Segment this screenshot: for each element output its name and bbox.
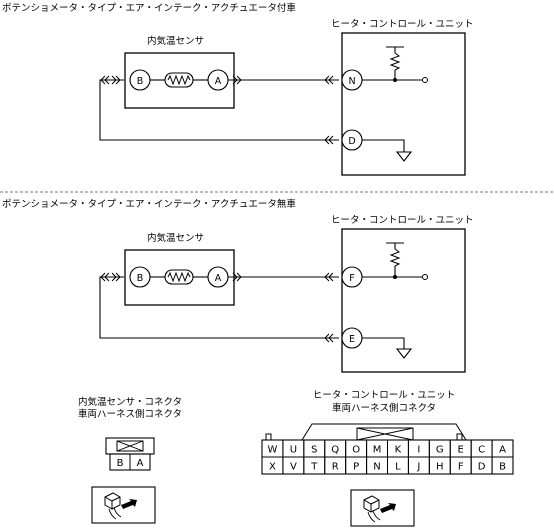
unit-connector-title-1: ヒータ・コントロール・ユニット — [313, 390, 456, 401]
unit-connector-pin-i: I — [417, 445, 420, 456]
unit-connector-view: ヒータ・コントロール・ユニット 車両ハーネス側コネクタ W U S Q O M K I G E C A… — [261, 390, 514, 527]
upper-unit-box — [341, 32, 466, 176]
lower-wire-b-e — [99, 276, 339, 339]
lower-title: ポテンショメータ・タイプ・エア・インテーク・アクチュエータ無車 — [2, 198, 296, 210]
unit-connector-pin-d: D — [478, 462, 486, 473]
unit-connector-pin-k: K — [395, 445, 402, 456]
unit-connector-pin-a: A — [499, 445, 506, 456]
unit-connector-pin-u: U — [290, 445, 297, 456]
lower-unit-pin-f-label: F — [349, 273, 354, 284]
unit-connector-title-2: 車両ハーネス側コネクタ — [332, 402, 436, 414]
upper-sensor-label: 内気温センサ — [147, 35, 204, 47]
lower-pullup-resistor — [389, 248, 401, 267]
unit-connector-pin-f: F — [458, 462, 464, 473]
lower-unit-label: ヒータ・コントロール・ユニット — [331, 215, 474, 226]
lower-sensor-pin-b-label: B — [137, 273, 144, 284]
upper-diagram: ポテンショメータ・タイプ・エア・インテーク・アクチュエータ付車 内気温センサ B… — [2, 2, 474, 176]
lower-unit-pin-e-label: E — [349, 334, 355, 345]
sensor-probe-icon — [91, 486, 156, 524]
sensor-connector-view: 内気温センサ・コネクタ 車両ハーネス側コネクタ B A — [78, 396, 182, 524]
unit-connector-pin-t: T — [310, 462, 318, 473]
upper-sensor-pin-a-label: A — [215, 76, 222, 87]
unit-connector-pin-grid: W U S Q O M K I G E C A X V T R P N L J H F D B — [261, 439, 514, 475]
lower-ground-icon — [395, 348, 413, 359]
upper-unit-pin-n-label: N — [348, 76, 355, 87]
sensor-probe-arrow-icon — [121, 499, 137, 509]
unit-connector-pin-p: P — [353, 462, 359, 473]
upper-thermistor-zigzag — [167, 74, 191, 86]
sensor-connector-title-2: 車両ハーネス側コネクタ — [78, 408, 182, 420]
lower-thermistor — [164, 269, 194, 285]
unit-connector-pin-j: J — [416, 462, 420, 473]
unit-connector-pin-o: O — [352, 445, 360, 456]
unit-connector-pin-s: S — [311, 445, 317, 456]
unit-connector-pin-c: C — [478, 445, 485, 456]
lower-terminal — [422, 274, 428, 280]
sensor-connector-pin-a: A — [137, 458, 144, 469]
lower-unit-box — [341, 228, 466, 373]
unit-connector-pin-b: B — [499, 462, 506, 473]
upper-ground-icon — [395, 151, 413, 162]
sensor-connector-title-1: 内気温センサ・コネクタ — [78, 396, 182, 408]
upper-terminal — [422, 77, 428, 83]
unit-connector-pin-g: G — [436, 445, 444, 456]
lower-sensor-label: 内気温センサ — [147, 232, 204, 244]
unit-connector-pin-e: E — [458, 445, 464, 456]
unit-connector-cell — [491, 456, 514, 475]
unit-connector-pin-x: X — [269, 462, 276, 473]
lower-diagram: ポテンショメータ・タイプ・エア・インテーク・アクチュエータ無車 内気温センサ B… — [2, 198, 474, 373]
unit-connector-pin-r: R — [332, 462, 339, 473]
unit-connector-pin-m: M — [373, 445, 382, 456]
upper-title: ポテンショメータ・タイプ・エア・インテーク・アクチュエータ付車 — [2, 2, 296, 14]
upper-unit-pin-d-label: D — [348, 136, 355, 147]
upper-wire-b-d — [99, 79, 339, 141]
lower-sensor-pin-a-label: A — [215, 273, 222, 284]
unit-connector-pin-h: H — [436, 462, 444, 473]
upper-pullup-resistor — [389, 52, 401, 71]
upper-thermistor — [164, 72, 194, 88]
unit-probe-arrow-icon — [380, 503, 396, 513]
unit-probe-icon — [350, 489, 415, 527]
unit-connector-pin-n: N — [373, 462, 380, 473]
unit-connector-pin-l: L — [395, 462, 401, 473]
unit-connector-pin-w: W — [268, 445, 278, 456]
sensor-connector-pin-b: B — [117, 458, 124, 469]
upper-sensor-pin-b-label: B — [137, 76, 144, 87]
unit-connector-pin-v: V — [290, 462, 297, 473]
upper-unit-label: ヒータ・コントロール・ユニット — [331, 19, 474, 30]
unit-connector-pin-q: Q — [331, 445, 339, 456]
lower-thermistor-zigzag — [167, 271, 191, 283]
